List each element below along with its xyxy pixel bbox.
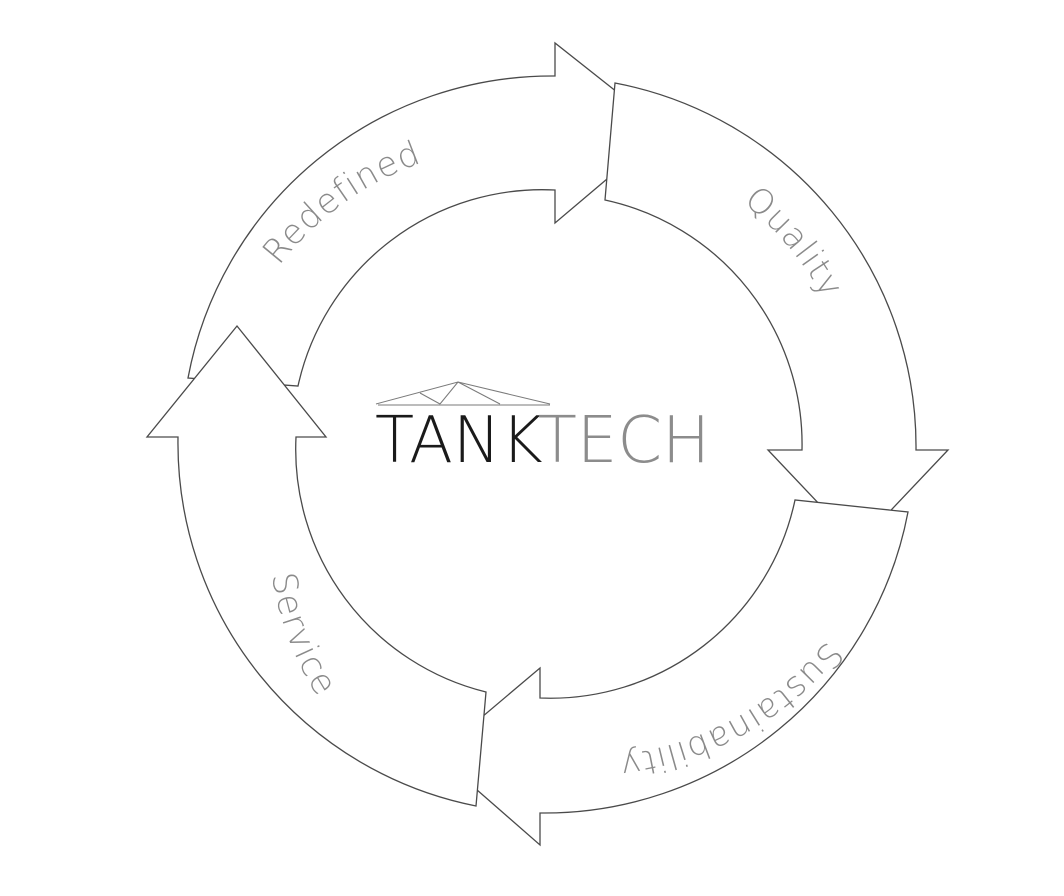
logo-roof-icon — [375, 381, 551, 406]
arrow-quality — [604, 82, 950, 546]
logo-text: TANKTECH — [375, 404, 710, 478]
arrow-sustainability — [436, 499, 909, 847]
logo-tank: TANK — [375, 404, 543, 478]
logo-tech: TECH — [538, 404, 710, 478]
arrow-redefined — [187, 41, 667, 387]
arrow-service — [145, 324, 487, 807]
